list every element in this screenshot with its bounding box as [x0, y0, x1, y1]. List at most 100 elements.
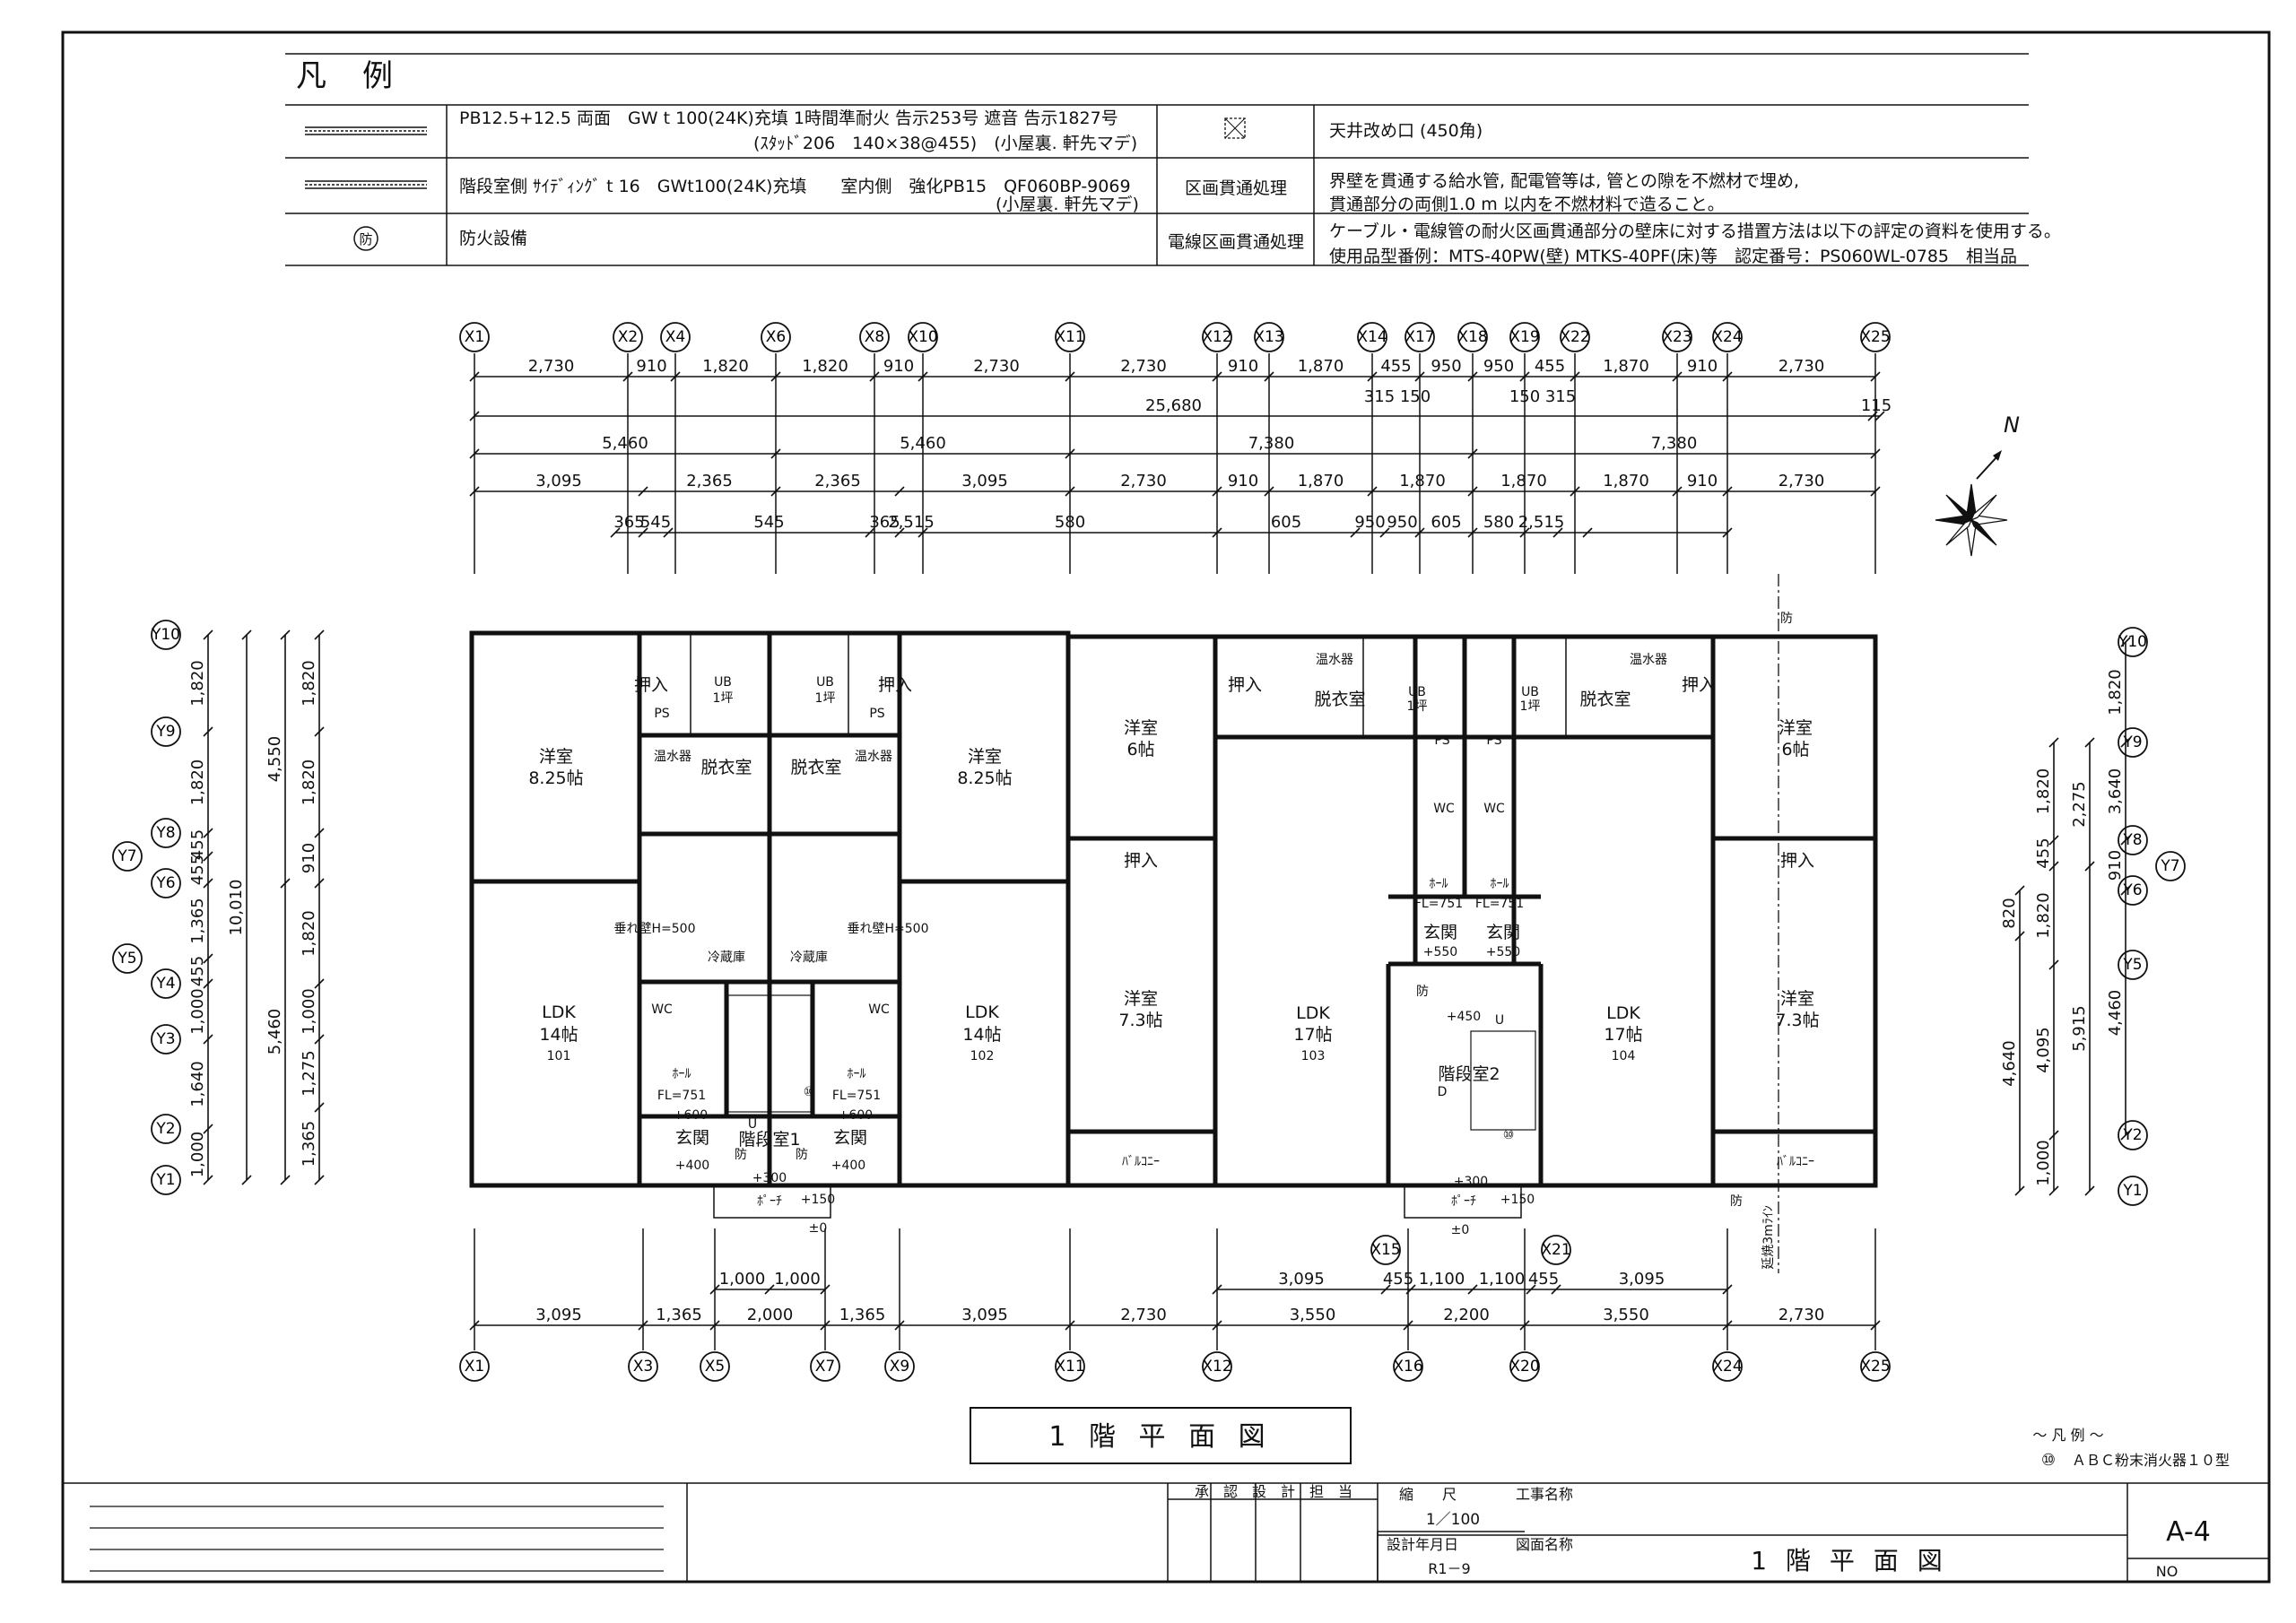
room-hall-2: ﾎｰﾙ	[848, 1067, 866, 1081]
svg-text:455: 455	[1383, 1270, 1413, 1289]
svg-text:1,100: 1,100	[1479, 1270, 1526, 1289]
svg-text:Y7: Y7	[117, 847, 136, 865]
legend-title: 凡例	[296, 58, 429, 94]
grid-bubble-right-y7: Y7	[2155, 851, 2186, 881]
grid-bubble-bottom-x16: X16	[1393, 1351, 1423, 1382]
svg-text:Y10: Y10	[2118, 633, 2147, 651]
svg-text:1,820: 1,820	[300, 759, 318, 806]
unit-102: 102	[970, 1049, 995, 1063]
svg-text:4,095: 4,095	[2034, 1027, 2053, 1073]
svg-text:Y8: Y8	[155, 824, 175, 842]
grid-bubble-bottom-x1: X1	[459, 1351, 490, 1382]
room-fl-2: FL=751	[832, 1089, 881, 1103]
wall-symbol-2	[305, 180, 427, 189]
svg-text:315: 315	[1545, 387, 1576, 406]
svg-text:X24: X24	[1712, 328, 1742, 346]
level-550-1: +550	[1423, 945, 1457, 959]
room-western-825-right: 洋室	[968, 747, 1002, 767]
stair-up-2: U	[1495, 1013, 1504, 1028]
svg-text:1,820: 1,820	[802, 357, 848, 376]
svg-text:4,550: 4,550	[265, 736, 284, 783]
svg-text:X23: X23	[1662, 328, 1692, 346]
svg-text:2,730: 2,730	[1779, 472, 1825, 490]
svg-text:1,000: 1,000	[188, 988, 207, 1035]
grid-bubble-bottom-x20: X20	[1509, 1351, 1540, 1382]
legend-row3-desc: 防火設備	[459, 229, 527, 248]
svg-text:1,870: 1,870	[1399, 472, 1446, 490]
svg-text:1,000: 1,000	[300, 988, 318, 1035]
ps-2: PS	[869, 707, 884, 721]
room-fl-3: FL=751	[1414, 897, 1463, 911]
svg-text:Y4: Y4	[155, 975, 175, 993]
svg-text:X24: X24	[1712, 1358, 1742, 1376]
svg-text:1,870: 1,870	[1603, 472, 1649, 490]
room-ldk-102-size: 14帖	[962, 1025, 1001, 1045]
svg-text:X6: X6	[766, 328, 786, 346]
wall-symbol-1	[305, 126, 427, 135]
grid-bubble-mid-x21: X21	[1541, 1235, 1571, 1265]
svg-text:X25: X25	[1860, 1358, 1890, 1376]
room-ldk-102: LDK	[965, 1002, 999, 1022]
room-entrance-4: 玄関	[1486, 923, 1520, 942]
svg-text:2,730: 2,730	[1120, 1306, 1167, 1324]
room-wc-4: WC	[1483, 802, 1505, 816]
grid-bubble-top-x11: X11	[1055, 322, 1085, 352]
svg-text:910: 910	[1228, 357, 1258, 376]
room-western-6-left: 洋室	[1124, 718, 1158, 738]
side-legend-symbol: ⑩	[2041, 1451, 2056, 1470]
svg-text:605: 605	[1271, 513, 1301, 532]
svg-text:1,275: 1,275	[300, 1050, 318, 1097]
svg-text:5,460: 5,460	[602, 434, 648, 453]
hanging-wall-2: 垂れ壁H=500	[848, 922, 929, 936]
room-ldk-101-size: 14帖	[539, 1025, 578, 1045]
approval-header: 承 認 設 計 担 当	[1195, 1483, 1352, 1500]
balcony-left: ﾊﾞﾙｺﾆｰ	[1122, 1155, 1160, 1169]
grid-bubble-top-x23: X23	[1662, 322, 1692, 352]
scale-value: 1／100	[1426, 1511, 1480, 1529]
room-oshiire-4: 押入	[1780, 851, 1814, 871]
room-ub-1: UB	[714, 675, 732, 690]
ps-3: PS	[1434, 733, 1449, 748]
svg-text:3,550: 3,550	[1603, 1306, 1649, 1324]
room-water-heater-1: 温水器	[654, 750, 691, 764]
grid-bubble-top-x25: X25	[1860, 322, 1891, 352]
svg-text:1,820: 1,820	[300, 910, 318, 957]
svg-text:1,365: 1,365	[656, 1306, 702, 1324]
svg-text:X7: X7	[815, 1358, 835, 1376]
drawing-title-box	[970, 1407, 1352, 1464]
svg-text:Y7: Y7	[2160, 857, 2179, 875]
room-oshiire-6: 押入	[1682, 675, 1716, 695]
svg-text:455: 455	[2034, 838, 2053, 868]
grid-bubble-left-y10: Y10	[151, 620, 181, 650]
grid-bubble-top-x6: X6	[761, 322, 791, 352]
svg-text:3,550: 3,550	[1290, 1306, 1336, 1324]
grid-bubble-top-x17: X17	[1405, 322, 1435, 352]
legend-row3-right2: 使用品型番例：MTS-40PW(壁) MTKS-40PF(床)等 認定番号：PS…	[1329, 247, 2017, 266]
fire-mark-4: 防	[735, 1148, 747, 1162]
svg-text:Y9: Y9	[155, 723, 175, 741]
svg-text:1,820: 1,820	[300, 660, 318, 707]
svg-text:X8: X8	[865, 328, 884, 346]
stair-treads-2	[1470, 1030, 1536, 1131]
svg-text:2,730: 2,730	[528, 357, 575, 376]
legend-row2-right2: 貫通部分の両側1.0 m 以内を不燃材料で造ること。	[1329, 195, 1725, 214]
level-400-1: +400	[675, 1159, 709, 1173]
svg-text:7,380: 7,380	[1248, 434, 1295, 453]
svg-text:X21: X21	[1541, 1241, 1570, 1259]
svg-text:X25: X25	[1860, 328, 1890, 346]
svg-text:1,000: 1,000	[774, 1270, 821, 1289]
svg-text:605: 605	[1431, 513, 1461, 532]
svg-text:150: 150	[1400, 387, 1431, 406]
svg-text:X11: X11	[1055, 1358, 1084, 1376]
grid-bubble-bottom-x3: X3	[628, 1351, 658, 1382]
svg-text:3,095: 3,095	[1619, 1270, 1665, 1289]
svg-text:950: 950	[1354, 513, 1385, 532]
svg-text:Y6: Y6	[155, 874, 175, 892]
sheet-number: A-4	[2166, 1516, 2211, 1548]
